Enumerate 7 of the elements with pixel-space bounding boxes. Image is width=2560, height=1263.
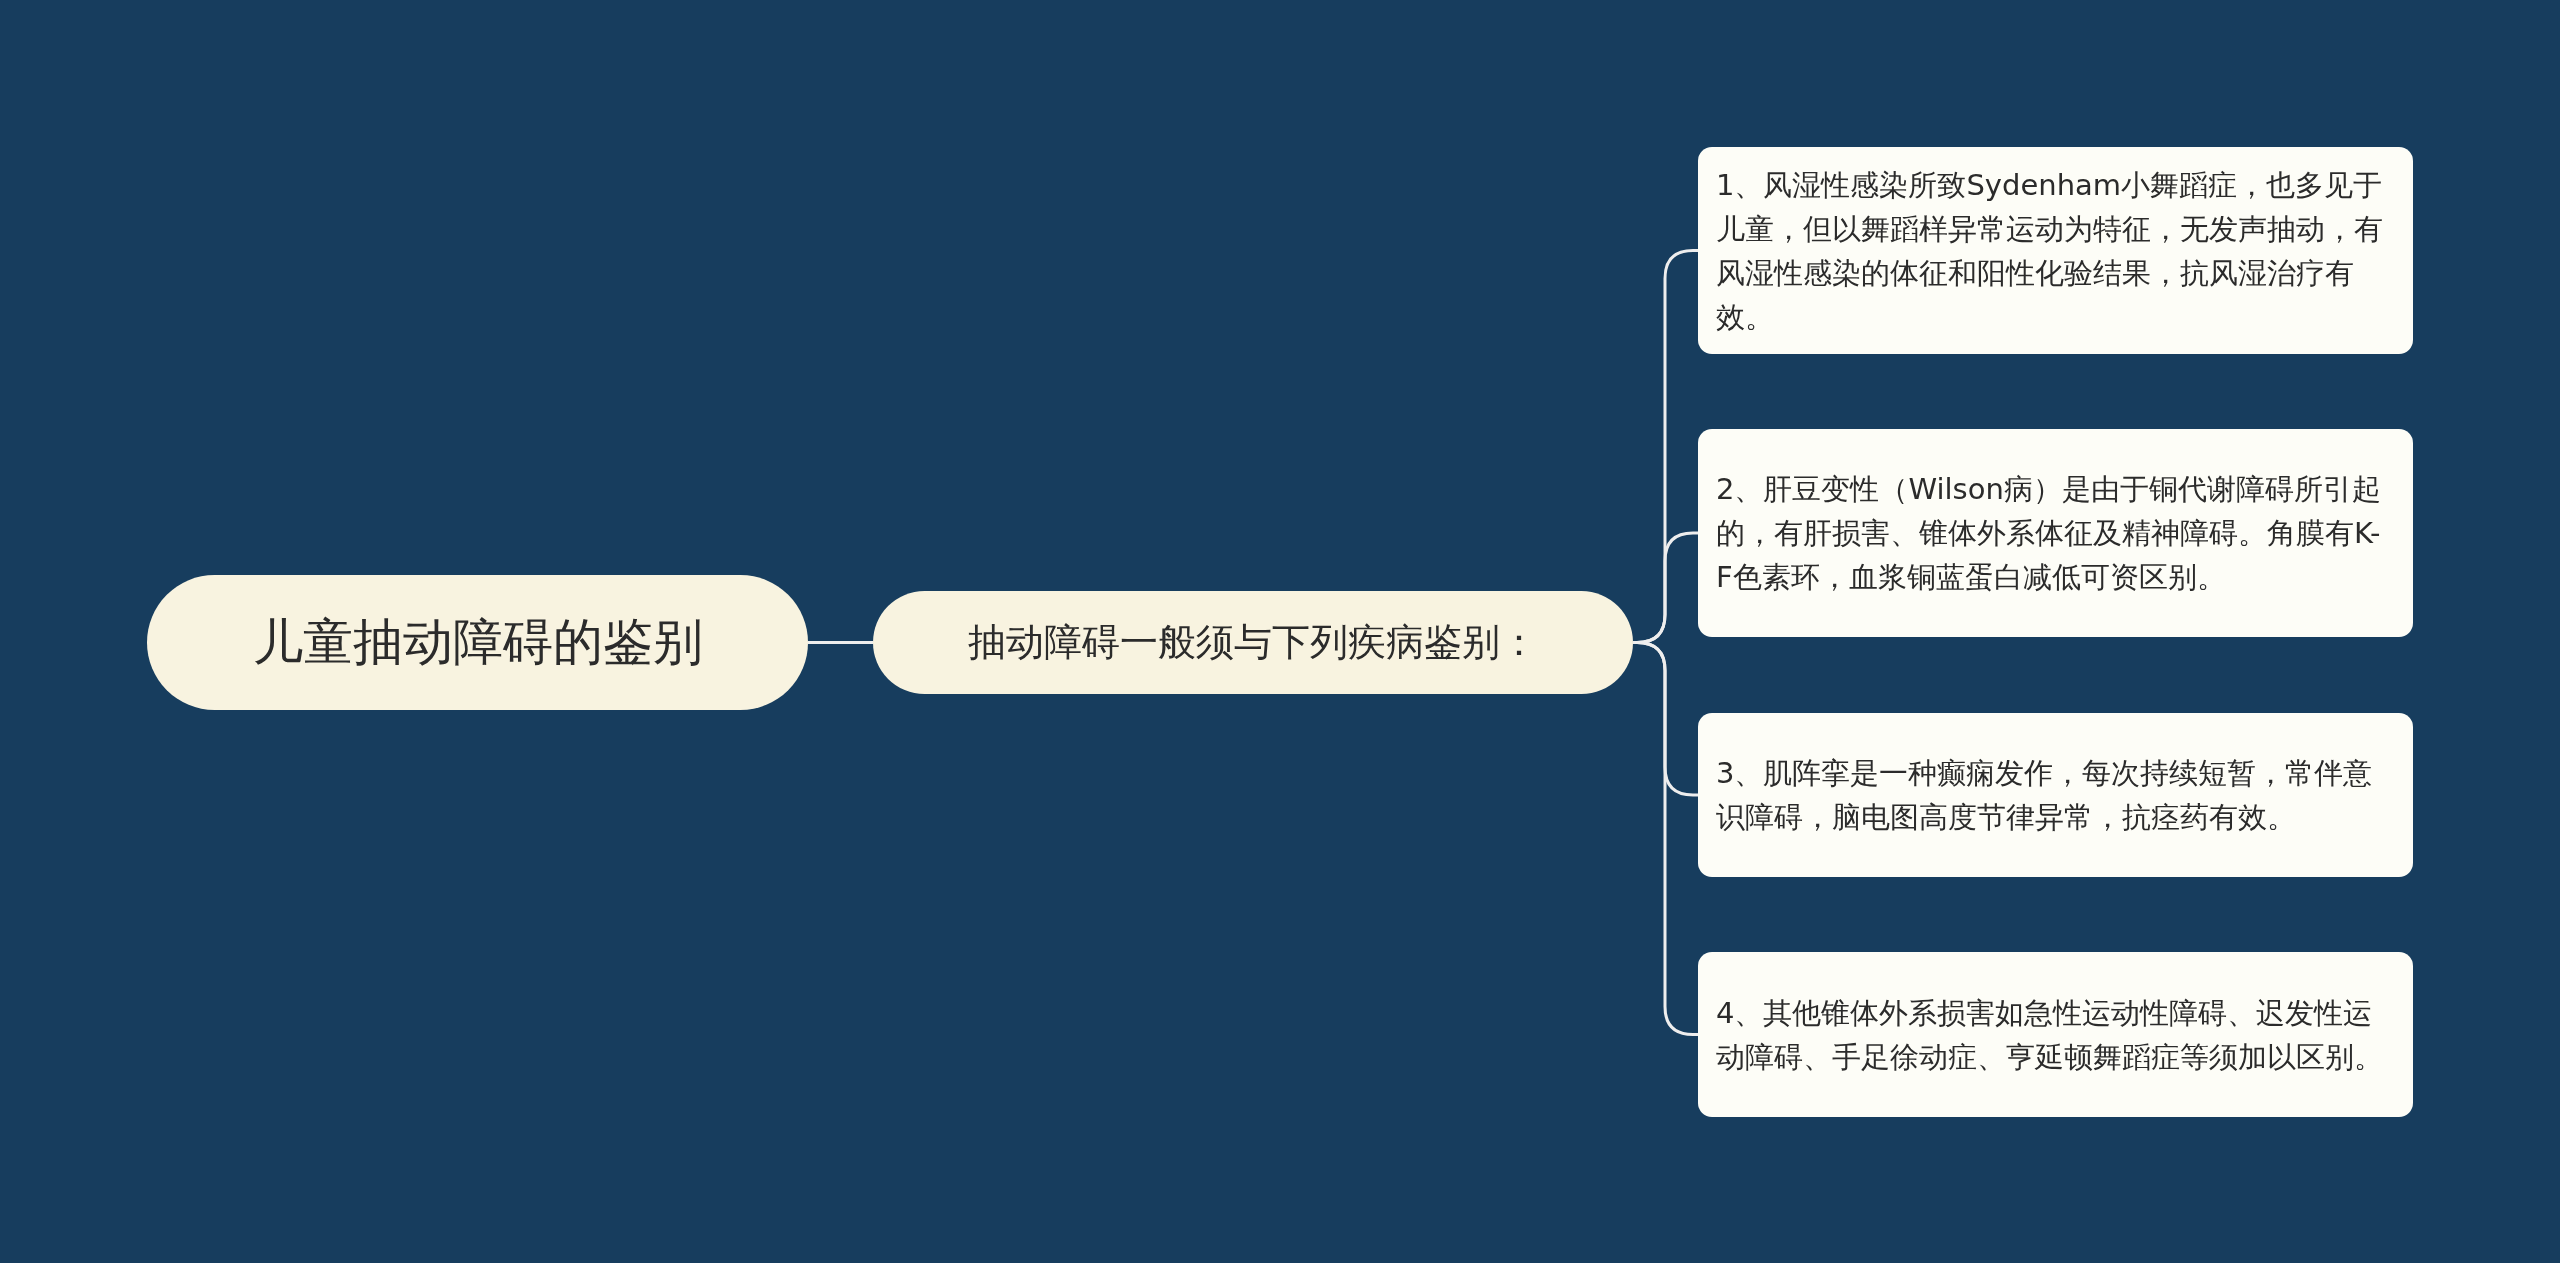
note-card: 1、风湿性感染所致Sydenham小舞蹈症，也多见于儿童，但以舞蹈样异常运动为特征，无发声抽动，有风湿性感染的体征和阳性化验结果，抗风湿治疗有效。 (1698, 147, 2413, 354)
connector-line (808, 641, 873, 644)
subtopic-pill: 抽动障碍一般须与下列疾病鉴别： (873, 591, 1633, 694)
note-card: 4、其他锥体外系损害如急性运动性障碍、迟发性运动障碍、手足徐动症、亨延顿舞蹈症等须加以区别。 (1698, 952, 2413, 1117)
topic-pill: 儿童抽动障碍的鉴别 (147, 575, 808, 710)
note-card: 2、肝豆变性（Wilson病）是由于铜代谢障碍所引起的，有肝损害、锥体外系体征及精神障碍。角膜有K-F色素环，血浆铜蓝蛋白减低可资区别。 (1698, 429, 2413, 637)
note-card: 3、肌阵挛是一种癫痫发作，每次持续短暂，常伴意识障碍，脑电图高度节律异常，抗痉药有效。 (1698, 713, 2413, 877)
